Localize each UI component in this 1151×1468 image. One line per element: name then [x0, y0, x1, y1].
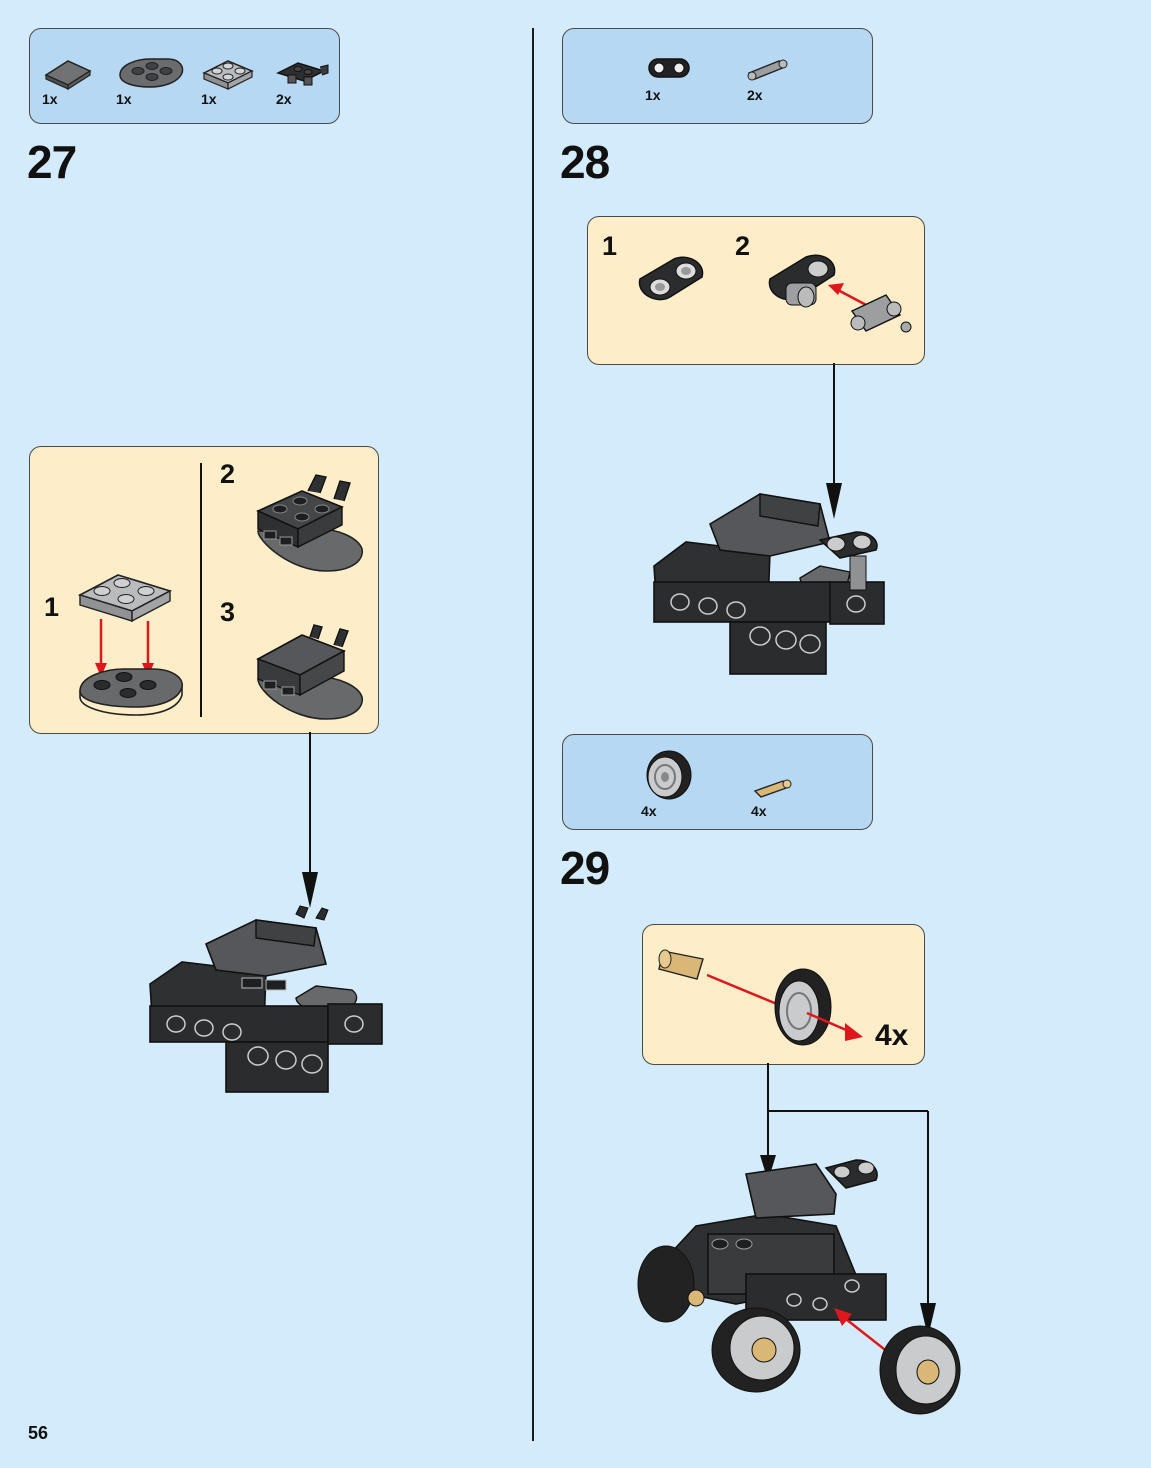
substep-number: 2 [220, 459, 235, 490]
wheel-icon [639, 747, 695, 805]
part-qty: 2x [276, 91, 292, 107]
light-gray-plate-2x2-icon [200, 53, 256, 93]
black-technic-beam-icon [645, 53, 693, 83]
substep-divider [200, 463, 202, 717]
substep-3-illustration [250, 619, 370, 723]
step-28-substep-box: 1 2 [587, 216, 925, 365]
substep-number: 1 [602, 231, 617, 262]
step-29-model-illustration [636, 1154, 966, 1422]
part-qty: 2x [747, 87, 763, 103]
step-number: 29 [560, 841, 609, 895]
step-27-parts-box: 1x 1x 1x 2x [29, 28, 340, 124]
substep-number: 1 [44, 592, 59, 623]
page-number: 56 [28, 1423, 48, 1444]
part-qty: 1x [42, 91, 58, 107]
substep-2-illustration [766, 251, 916, 355]
multiplier-label: 4x [875, 1019, 908, 1053]
step-27-callout-arrow [300, 732, 320, 912]
step-number: 28 [560, 135, 609, 189]
step-29-parts-box: 4x 4x [562, 734, 873, 830]
substep-1-illustration [74, 565, 190, 719]
substep-number: 3 [220, 597, 235, 628]
column-divider [532, 28, 534, 1441]
step-28-model-illustration [650, 486, 890, 678]
step-28-parts-box: 1x 2x [562, 28, 873, 124]
tan-axle-pin-icon [751, 775, 797, 801]
part-qty: 4x [751, 803, 767, 819]
part-qty: 1x [116, 91, 132, 107]
part-qty: 1x [201, 91, 217, 107]
part-qty: 1x [645, 87, 661, 103]
substep-1-illustration [634, 253, 708, 305]
part-qty: 4x [641, 803, 657, 819]
step-27-substep-box: 1 2 3 [29, 446, 379, 734]
substep-2-illustration [250, 471, 370, 575]
gray-technic-pin-icon [745, 55, 791, 85]
step-27-model-illustration [146, 906, 386, 1096]
black-clip-plate-icon [274, 55, 330, 91]
dark-gray-round-plate-icon [116, 53, 186, 93]
step-number: 27 [27, 135, 76, 189]
substep-number: 2 [735, 231, 750, 262]
step-29-substep-box: 4x [642, 924, 925, 1065]
substep-illustration [657, 939, 871, 1053]
dark-gray-tile-2x2-icon [42, 55, 92, 91]
